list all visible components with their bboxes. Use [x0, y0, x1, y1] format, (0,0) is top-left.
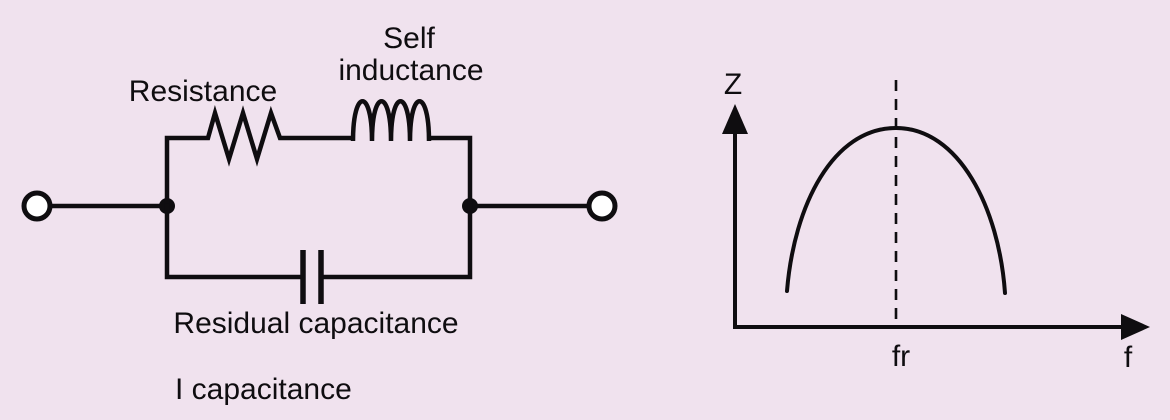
- left-terminal-icon: [21, 190, 53, 222]
- equivalent-circuit: Resistance Self inductance Residual capa…: [21, 22, 618, 406]
- z-axis-label: Z: [724, 68, 742, 101]
- bottom-branch-wire-right: [318, 203, 473, 280]
- impedance-frequency-graph: Z fr f: [722, 68, 1150, 374]
- right-terminal-icon: [586, 190, 618, 222]
- f-axis-label: f: [1124, 341, 1133, 374]
- caption-label: I capacitance: [175, 373, 352, 406]
- impedance-curve: [785, 125, 1007, 295]
- resonance-frequency-label: fr: [892, 340, 910, 373]
- residual-capacitance-label: Residual capacitance: [173, 307, 458, 340]
- top-branch-resistor-inductor: [164, 99, 473, 209]
- self-inductance-label-line2: inductance: [338, 54, 483, 87]
- f-axis-arrowhead-icon: [1121, 314, 1150, 340]
- z-axis-arrowhead-icon: [722, 104, 748, 134]
- bottom-branch-wire-left: [164, 203, 305, 280]
- resistance-label: Resistance: [129, 75, 277, 108]
- self-inductance-label-line1: Self: [383, 22, 435, 55]
